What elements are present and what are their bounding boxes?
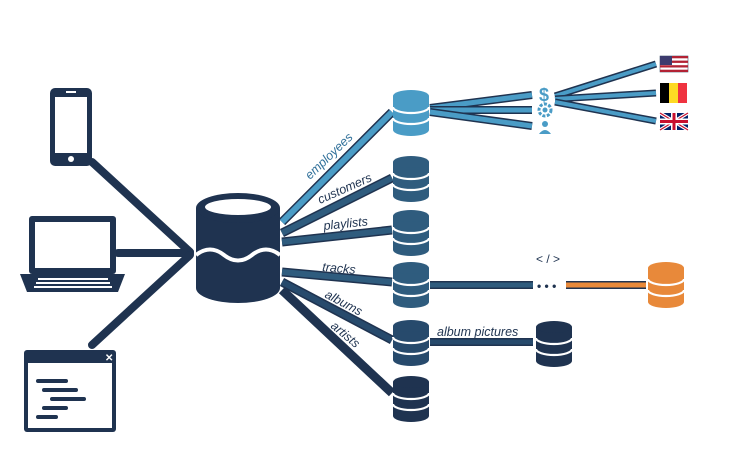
- tracks-label: tracks: [322, 260, 356, 277]
- device-connectors: [88, 158, 194, 349]
- flags-fanout: [553, 60, 658, 125]
- smartphone-icon: [50, 88, 92, 166]
- branch-lines: [278, 108, 396, 397]
- browser-window-icon: ✕: [24, 350, 116, 432]
- artists-line: [278, 286, 396, 397]
- tracks-database-icon: [391, 262, 431, 308]
- code-icon: < / >: [536, 252, 560, 266]
- laptop-icon: [20, 216, 125, 292]
- dollar-icon: $: [539, 85, 549, 105]
- svg-text:✕: ✕: [105, 353, 113, 364]
- artists-database-icon: [391, 376, 431, 422]
- album-pictures-database-icon: [534, 321, 574, 367]
- uk-flag-icon: [659, 111, 689, 132]
- external-database-icon: [646, 262, 686, 308]
- ellipsis-dots: • • •: [537, 279, 556, 293]
- playlists-label: playlists: [322, 214, 369, 233]
- us-flag-icon: [659, 55, 689, 73]
- gear-icon: [537, 102, 553, 118]
- employees-database-icon: [391, 90, 431, 136]
- albums-database-icon: [391, 320, 431, 366]
- person-icon: [539, 121, 551, 134]
- employees-fanout: [429, 91, 533, 130]
- belgium-flag-icon: [660, 83, 687, 103]
- central-database-icon: [194, 193, 282, 303]
- customers-database-icon: [391, 156, 431, 202]
- album-pictures-label: album pictures: [437, 325, 518, 339]
- playlists-database-icon: [391, 210, 431, 256]
